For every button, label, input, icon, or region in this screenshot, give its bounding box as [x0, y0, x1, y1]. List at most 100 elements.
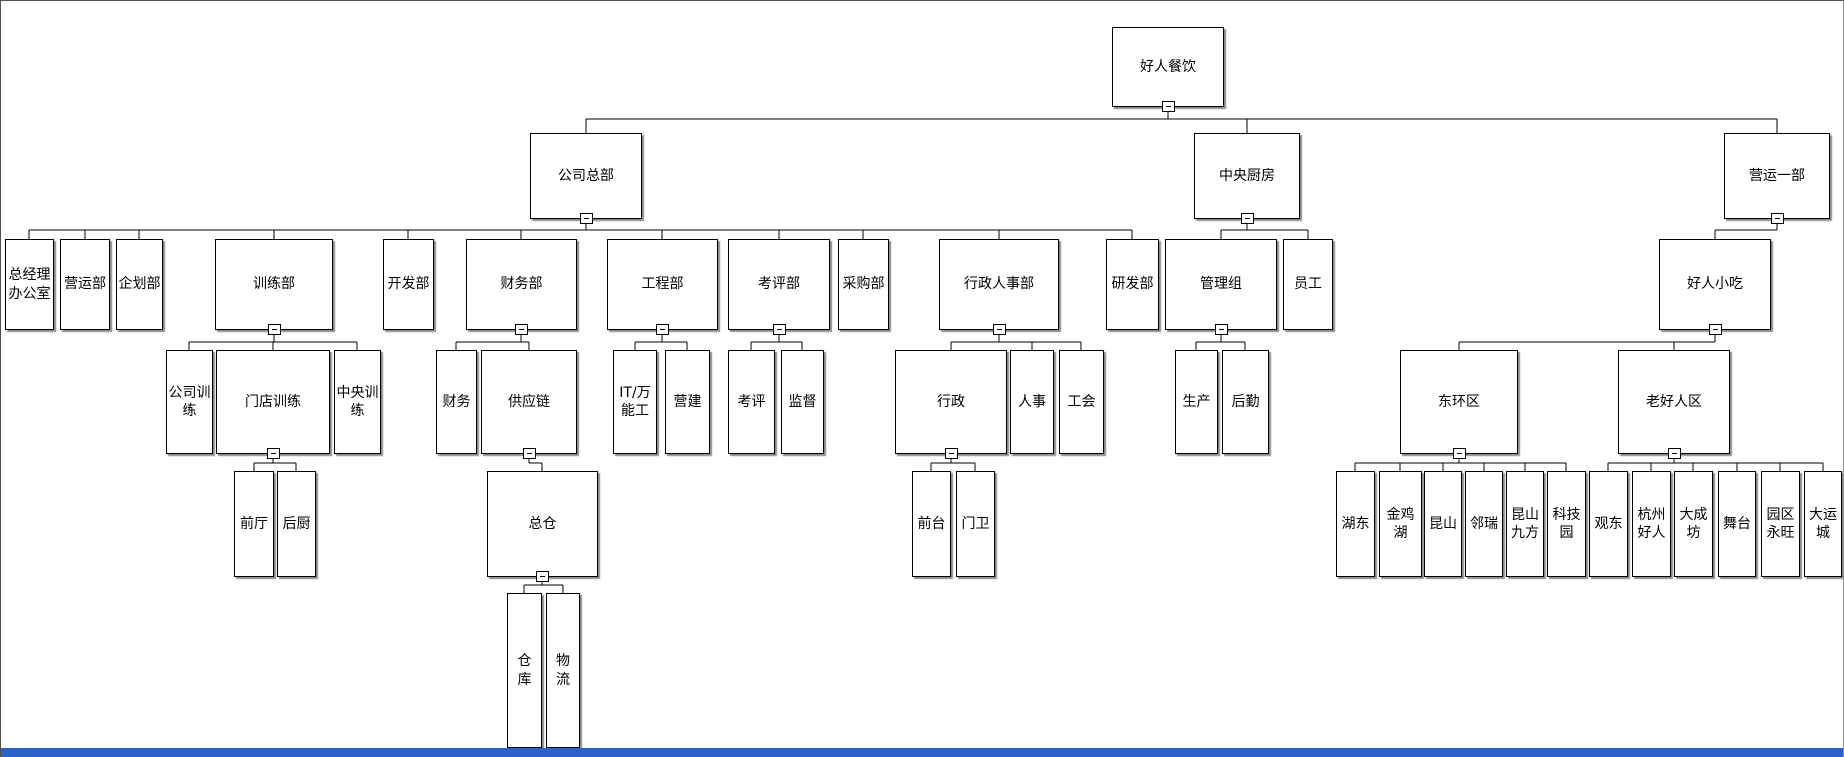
- node-tech-park[interactable]: 科技园: [1547, 471, 1586, 577]
- node-dayuncheng[interactable]: 大运城: [1804, 471, 1842, 577]
- node-planning-dept[interactable]: 企划部: [116, 239, 163, 330]
- node-admin-hr-dept[interactable]: 行政人事部: [939, 239, 1059, 330]
- node-linrui[interactable]: 邻瑞: [1465, 471, 1503, 577]
- collapse-icon: [777, 329, 782, 330]
- collapse-button[interactable]: [580, 213, 593, 224]
- bottom-bar[interactable]: [1, 748, 1843, 757]
- node-main-warehouse[interactable]: 总仓: [487, 471, 598, 577]
- node-assessment[interactable]: 考评: [728, 350, 775, 454]
- node-company-hq-label: 公司总部: [558, 167, 614, 184]
- node-jinjihu[interactable]: 金鸡湖: [1379, 471, 1422, 577]
- collapse-icon: [1166, 106, 1171, 107]
- node-kunshan-label: 昆山: [1429, 515, 1457, 532]
- node-procurement-dept[interactable]: 采购部: [838, 239, 889, 330]
- collapse-button[interactable]: [536, 571, 549, 582]
- collapse-icon: [271, 453, 276, 454]
- node-dachengfang-label: 大成坊: [1679, 506, 1708, 541]
- collapse-button[interactable]: [523, 448, 536, 459]
- node-planning-dept-label: 企划部: [118, 276, 161, 293]
- collapse-button[interactable]: [267, 448, 280, 459]
- node-dayuncheng-label: 大运城: [1809, 506, 1837, 541]
- node-admin[interactable]: 行政: [895, 350, 1007, 454]
- node-company-training[interactable]: 公司训练: [166, 350, 213, 454]
- node-operations-division-1-label: 营运一部: [1749, 167, 1805, 184]
- collapse-button[interactable]: [1668, 448, 1681, 459]
- node-operations-dept[interactable]: 营运部: [60, 239, 110, 330]
- collapse-button[interactable]: [993, 324, 1006, 335]
- node-finance-dept[interactable]: 财务部: [466, 239, 577, 330]
- collapse-button[interactable]: [945, 448, 958, 459]
- node-it-handyman[interactable]: IT/万能工: [613, 350, 657, 454]
- node-labor-union[interactable]: 工会: [1059, 350, 1104, 454]
- node-company-hq[interactable]: 公司总部: [530, 133, 642, 219]
- node-back-kitchen-label: 后厨: [282, 515, 311, 532]
- node-assessment-dept[interactable]: 考评部: [728, 239, 830, 330]
- collapse-button[interactable]: [1162, 101, 1175, 112]
- node-logistics[interactable]: 物流: [546, 593, 580, 748]
- node-finance[interactable]: 财务: [436, 350, 477, 454]
- node-gatekeeper-label: 门卫: [961, 515, 990, 532]
- collapse-button[interactable]: [1709, 324, 1722, 335]
- node-admin-label: 行政: [937, 393, 965, 410]
- node-east-ring-district[interactable]: 东环区: [1400, 350, 1518, 454]
- collapse-button[interactable]: [268, 324, 281, 335]
- node-dachengfang[interactable]: 大成坊: [1674, 471, 1713, 577]
- node-staff[interactable]: 员工: [1283, 239, 1333, 330]
- node-warehouse-label: 仓库: [517, 653, 532, 688]
- node-guandong[interactable]: 观东: [1589, 471, 1628, 577]
- node-development-dept[interactable]: 开发部: [383, 239, 434, 330]
- node-warehouse[interactable]: 仓库: [507, 593, 542, 748]
- node-supervision[interactable]: 监督: [781, 350, 824, 454]
- collapse-icon: [1219, 329, 1224, 330]
- collapse-button[interactable]: [1215, 324, 1228, 335]
- node-hudong[interactable]: 湖东: [1336, 471, 1375, 577]
- node-kunshan[interactable]: 昆山: [1424, 471, 1462, 577]
- node-store-training[interactable]: 门店训练: [216, 350, 330, 454]
- node-front-desk[interactable]: 前台: [912, 471, 951, 577]
- node-central-kitchen[interactable]: 中央厨房: [1194, 133, 1300, 219]
- node-kunshan-jiufang[interactable]: 昆山九方: [1506, 471, 1544, 577]
- collapse-button[interactable]: [1771, 213, 1784, 224]
- node-operations-division-1[interactable]: 营运一部: [1724, 133, 1830, 219]
- node-logistics-support[interactable]: 后勤: [1222, 350, 1269, 454]
- node-logistics-label: 物流: [556, 653, 570, 688]
- node-root[interactable]: 好人餐饮: [1112, 27, 1224, 107]
- node-logistics-support-label: 后勤: [1231, 393, 1260, 410]
- collapse-button[interactable]: [515, 324, 528, 335]
- node-management-group[interactable]: 管理组: [1165, 239, 1277, 330]
- node-rd-dept[interactable]: 研发部: [1106, 239, 1159, 330]
- collapse-icon: [519, 329, 524, 330]
- node-construction[interactable]: 营建: [665, 350, 710, 454]
- node-front-hall-label: 前厅: [240, 515, 268, 532]
- node-supply-chain[interactable]: 供应链: [481, 350, 577, 454]
- node-gatekeeper[interactable]: 门卫: [956, 471, 995, 577]
- node-gm-office[interactable]: 总经理办公室: [5, 239, 54, 330]
- collapse-button[interactable]: [1241, 213, 1254, 224]
- node-training-dept[interactable]: 训练部: [215, 239, 333, 330]
- collapse-button[interactable]: [656, 324, 669, 335]
- node-front-desk-label: 前台: [917, 515, 946, 532]
- node-production[interactable]: 生产: [1175, 350, 1218, 454]
- node-haoren-snacks[interactable]: 好人小吃: [1659, 239, 1771, 330]
- node-engineering-dept[interactable]: 工程部: [607, 239, 718, 330]
- node-hangzhou-haoren[interactable]: 杭州好人: [1632, 471, 1671, 577]
- node-central-training[interactable]: 中央训练: [334, 350, 381, 454]
- node-jinjihu-label: 金鸡湖: [1386, 506, 1415, 541]
- collapse-icon: [527, 453, 532, 454]
- node-central-training-label: 中央训练: [336, 384, 379, 419]
- node-labor-union-label: 工会: [1067, 393, 1096, 410]
- collapse-icon: [1245, 218, 1250, 219]
- node-hr-label: 人事: [1018, 393, 1046, 410]
- node-back-kitchen[interactable]: 后厨: [277, 471, 316, 577]
- node-assessment-label: 考评: [737, 393, 766, 410]
- collapse-button[interactable]: [1453, 448, 1466, 459]
- node-assessment-dept-label: 考评部: [758, 276, 800, 293]
- node-wutai[interactable]: 舞台: [1718, 471, 1756, 577]
- node-hr[interactable]: 人事: [1010, 350, 1054, 454]
- node-laohaoren-district[interactable]: 老好人区: [1618, 350, 1730, 454]
- node-east-ring-district-label: 东环区: [1438, 393, 1480, 410]
- collapse-button[interactable]: [773, 324, 786, 335]
- node-yuanqu-yongwang[interactable]: 园区永旺: [1761, 471, 1800, 577]
- node-front-hall[interactable]: 前厅: [234, 471, 274, 577]
- node-wutai-label: 舞台: [1723, 515, 1751, 532]
